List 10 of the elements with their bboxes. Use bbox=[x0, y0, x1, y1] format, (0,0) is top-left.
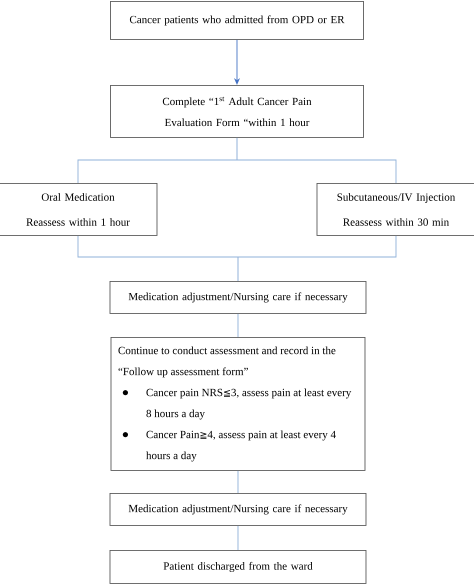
process-box: Complete “1$^{st}$ Adult Cancer Pain Evaluation Form “within 1 hour bbox=[110, 85, 364, 138]
process-box: Medication adjustment/Nursing care if necessary bbox=[110, 281, 366, 314]
process-box: Medication adjustment/Nursing care if necessary bbox=[110, 493, 366, 526]
process-box: Cancer patients who admitted from OPD or ER bbox=[110, 1, 364, 40]
connector-line bbox=[238, 235, 396, 282]
process-box: Patient discharged from the ward bbox=[110, 550, 366, 584]
process-box: Subcutaneous/IV Injection Reassess within 30 min bbox=[316, 183, 474, 236]
connector-line bbox=[236, 137, 396, 184]
process-box: Oral Medication Reassess within 1 hour bbox=[0, 183, 158, 236]
process-box: Continue to conduct assessment and record in the “Follow up assessment form” Cancer pain NRS≦3, assess pain at least every 8 hours a day Cancer Pain≧4, assess pain at least every 4 hours a day bbox=[110, 337, 366, 471]
